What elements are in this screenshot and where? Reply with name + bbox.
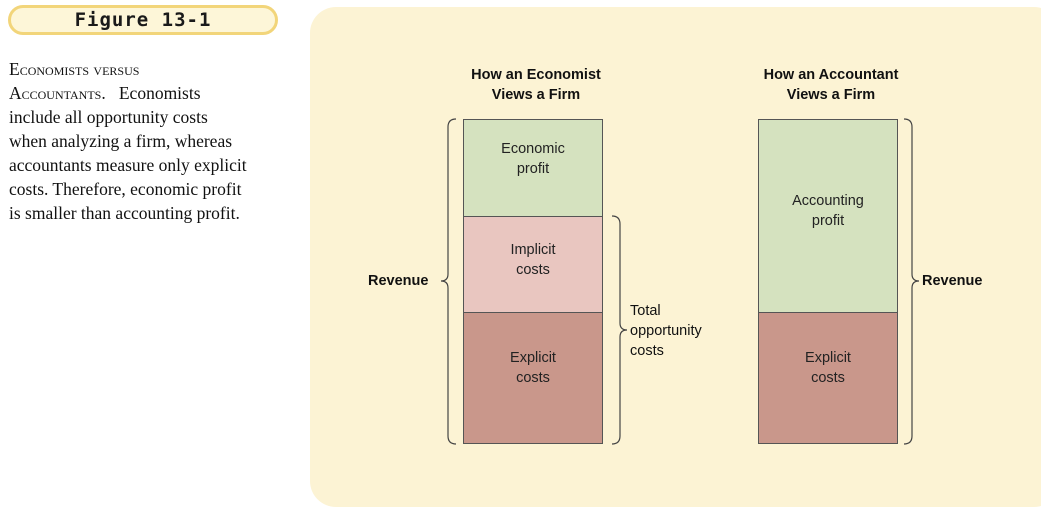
opportunity-costs-brace — [611, 215, 628, 445]
explicit-costs-label: Explicit costs — [510, 350, 556, 386]
revenue-right-label: Revenue — [922, 273, 983, 289]
implicit-costs-label: Implicit costs — [510, 241, 556, 278]
figure-label: Figure 13-1 — [8, 5, 278, 35]
caption-line: accountants measure only explicit — [9, 155, 247, 175]
caption-line: costs. Therefore, economic profit — [9, 179, 242, 199]
economic-profit-label: Economic profit — [501, 141, 565, 177]
accounting-profit-label: Accounting profit — [792, 193, 864, 229]
caption-line: include all opportunity costs — [9, 107, 208, 127]
caption-body-start: Economists — [118, 83, 201, 103]
revenue-left-label: Revenue — [368, 273, 429, 289]
accountant-explicit-costs-block: Explicit costs — [758, 312, 898, 444]
caption-title-line2: Accountants. — [9, 83, 106, 103]
accounting-profit-block: Accounting profit — [758, 119, 898, 313]
caption-line: is smaller than accounting profit. — [9, 203, 240, 223]
accountant-explicit-costs-label: Explicit costs — [805, 350, 851, 386]
implicit-costs-block: Implicit costs — [463, 216, 603, 313]
explicit-costs-block: Explicit costs — [463, 312, 603, 444]
caption-title-line1: Economists versus — [9, 59, 140, 79]
accountant-heading: How an Accountant Views a Firm — [763, 67, 899, 103]
revenue-right-brace — [903, 118, 920, 445]
economist-heading: How an Economist Views a Firm — [471, 67, 601, 103]
diagram-panel — [310, 7, 1041, 507]
economic-profit-block: Economic profit — [463, 119, 603, 217]
figure-caption: Economists versus Accountants. Economist… — [9, 57, 294, 225]
revenue-left-brace — [440, 118, 457, 445]
caption-line: when analyzing a firm, whereas — [9, 131, 233, 151]
total-opportunity-costs-label: Total opportunity costs — [630, 303, 702, 359]
